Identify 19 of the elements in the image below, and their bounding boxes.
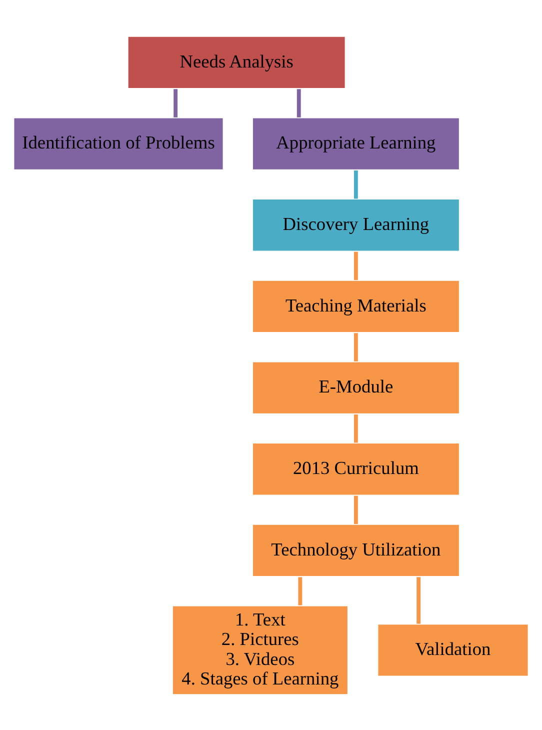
connector [416,576,421,624]
node-box: Technology Utilization [252,523,460,577]
node-box: E-Module [252,360,460,414]
node-box: Appropriate Learning [252,116,460,170]
connector [354,170,358,198]
connector [296,88,301,117]
connector [354,495,358,524]
node-box: 1. Text 2. Pictures 3. Videos 4. Stages of Learning [172,604,349,695]
connector [298,576,302,605]
connector [174,88,178,117]
node-box: Validation [376,622,530,677]
node-box: Discovery Learning [252,198,460,252]
node-box: 2013 Curriculum [252,442,460,496]
connector [354,414,358,442]
connector [354,332,358,361]
node-box: Teaching Materials [252,279,460,333]
node-box: Needs Analysis [127,35,346,89]
node-box: Identification of Problems [12,116,224,170]
connector [354,251,358,280]
